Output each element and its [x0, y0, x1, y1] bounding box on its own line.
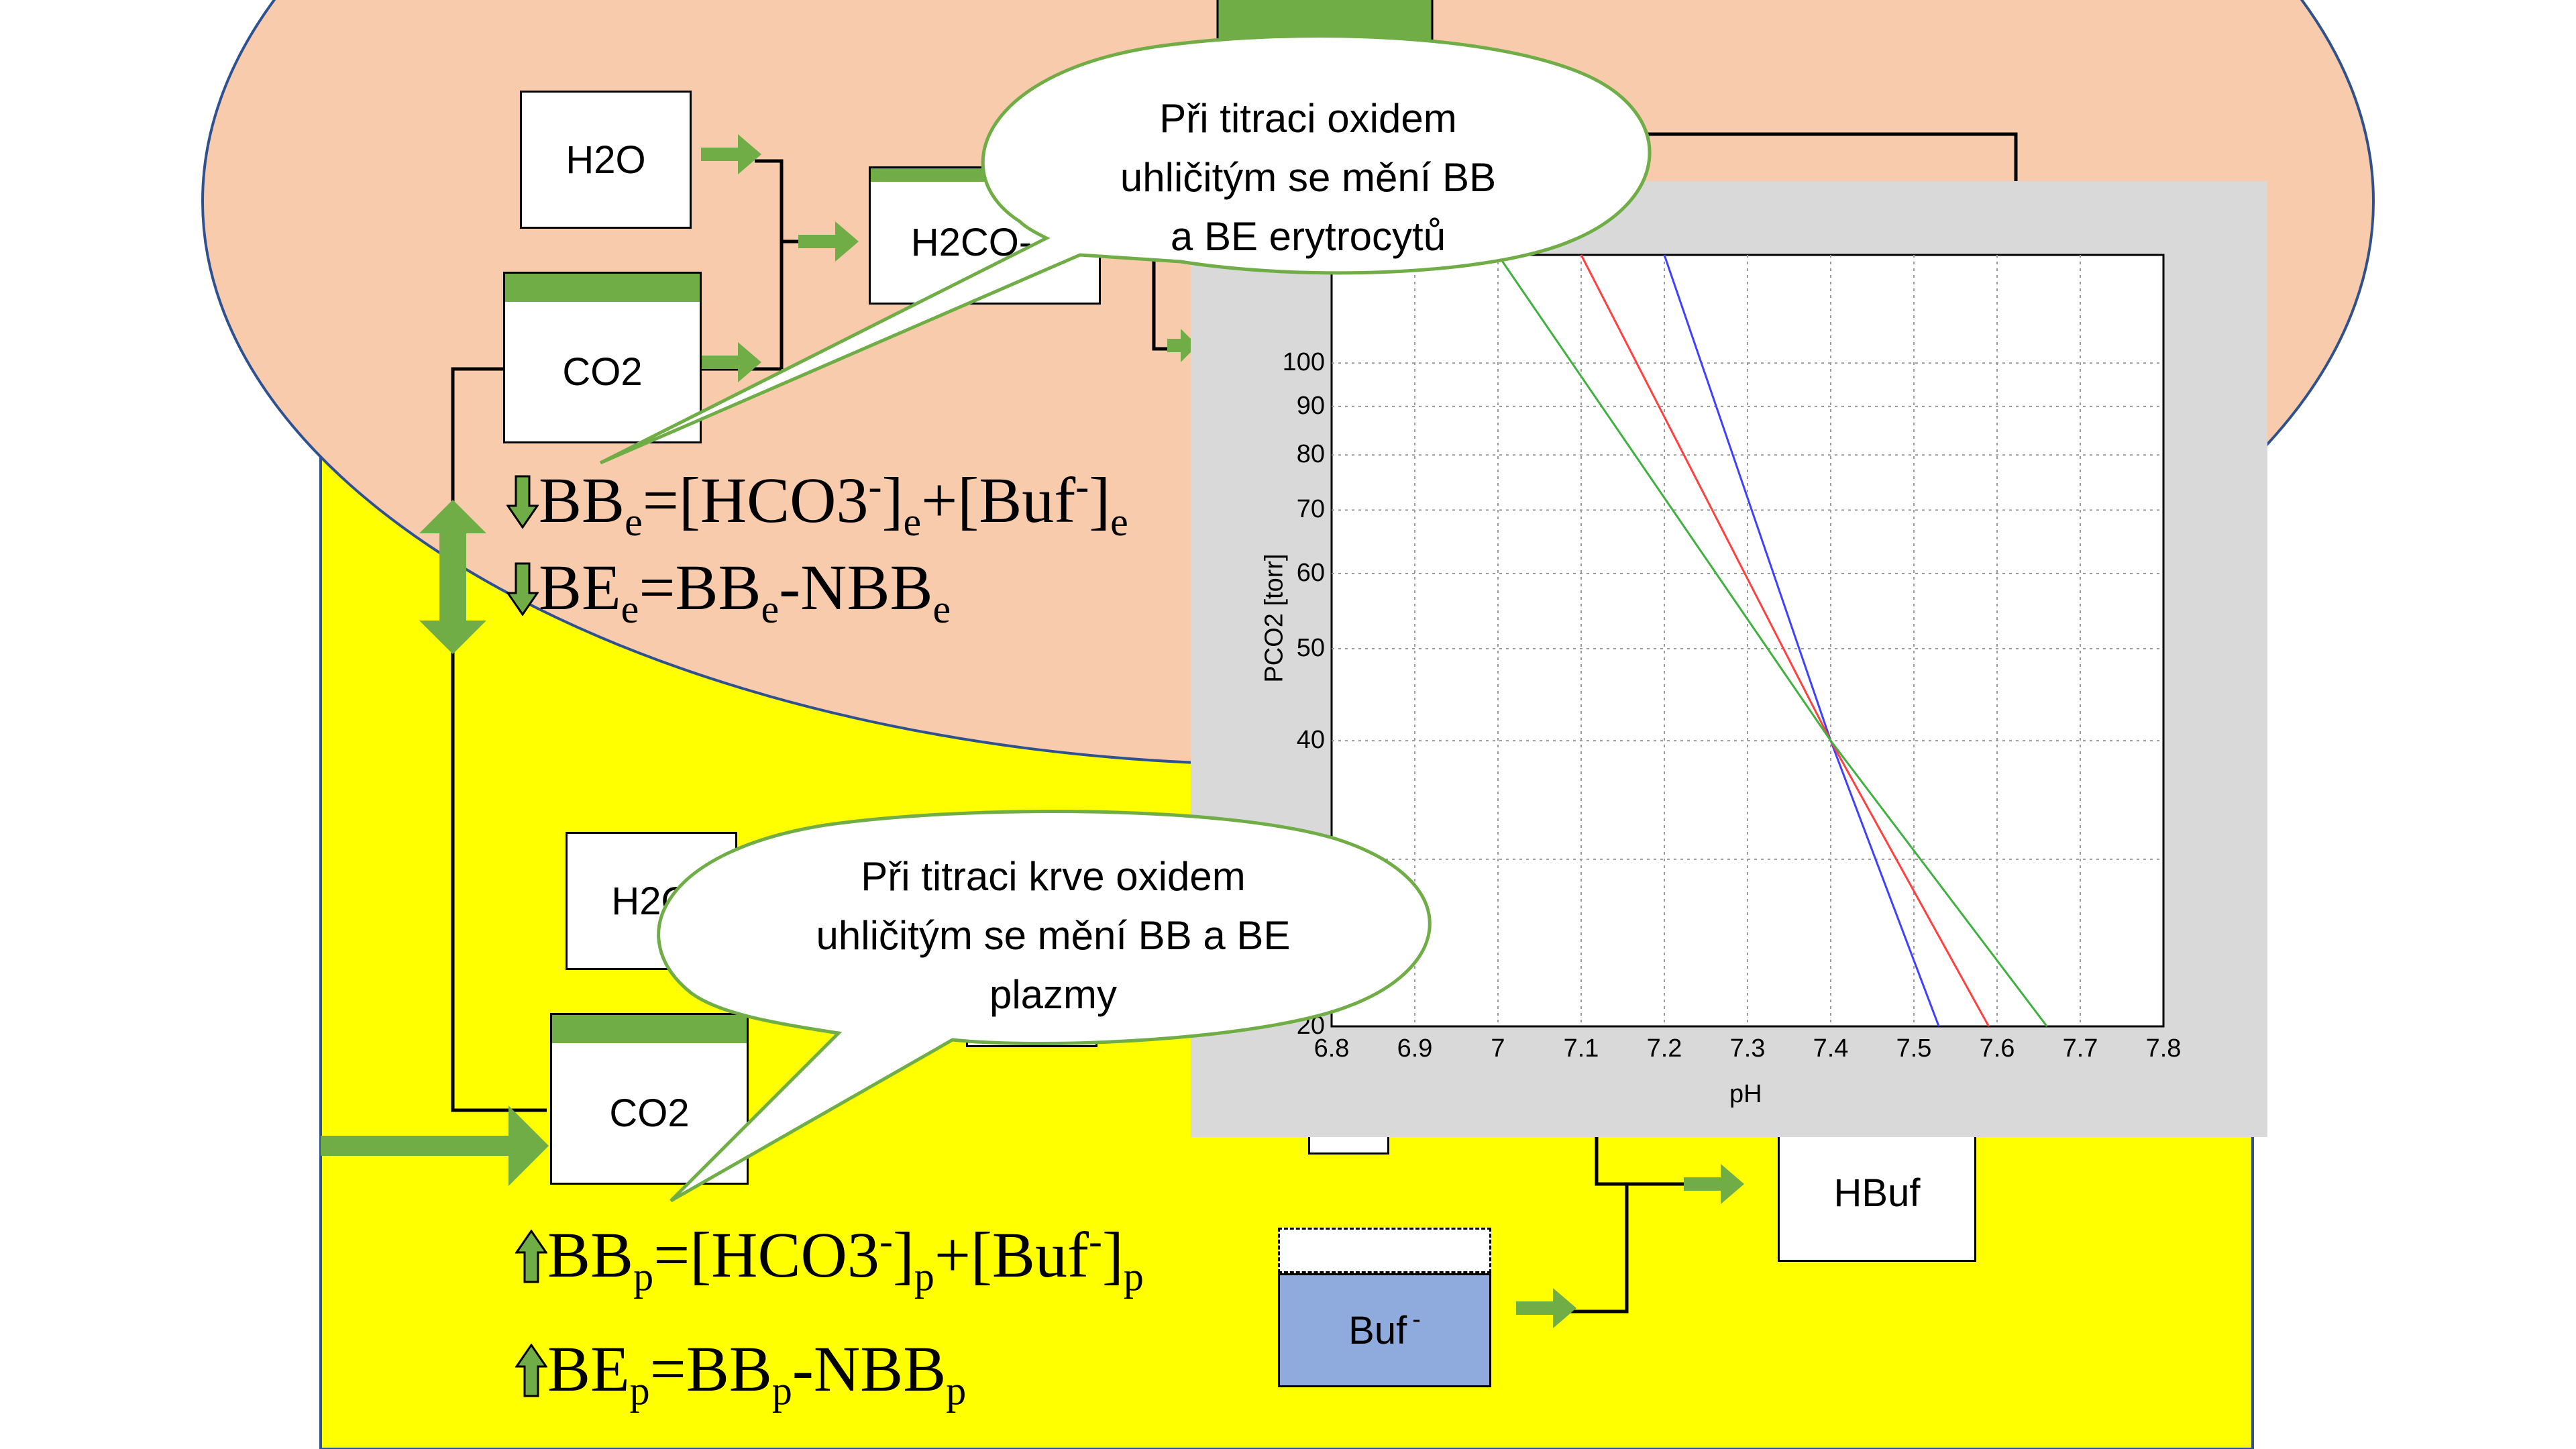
plasma-be-equation: BEp=BBp-NBBp [515, 1332, 966, 1414]
erythrocyte-co2-label: CO2 [562, 350, 643, 394]
erythrocyte-co2-header [505, 274, 700, 302]
plasma-buf-box: Buf- [1278, 1228, 1491, 1387]
callout-top-bubble [599, 34, 1652, 465]
plasma-buf-fill: Buf- [1278, 1273, 1491, 1387]
down-arrow-icon [506, 557, 539, 631]
plasma-buf-empty-top [1278, 1228, 1491, 1273]
small-green-arrows [701, 134, 1744, 1328]
callout-top-text: Při titraci oxidem uhličitým se mění BB … [1120, 96, 1497, 259]
erythrocyte-be-equation: BEe=BBe-NBBe [506, 550, 951, 633]
callout-bottom-text: Při titraci krve oxidem uhličitým se měn… [816, 854, 1291, 1017]
down-arrow-icon [506, 470, 539, 544]
plasma-co2-header [552, 1015, 747, 1043]
erythrocyte-h2o-label: H2O [566, 138, 646, 182]
plasma-hbuf-label: HBuf [1833, 1171, 1921, 1215]
erythrocyte-co2-box: CO2 [503, 272, 702, 443]
up-arrow-icon [515, 1338, 548, 1413]
callout-bottom-bubble [657, 810, 1432, 1203]
big-plasma-inflow-arrow [321, 1106, 549, 1186]
plasma-buf-label: Buf [1348, 1308, 1407, 1352]
up-arrow-icon [515, 1224, 548, 1299]
erythrocyte-bb-equation: BBe=[HCO3-]e+[Buf-]e [506, 463, 1128, 545]
plasma-bb-equation: BBp=[HCO3-]p+[Buf-]p [515, 1218, 1144, 1300]
plasma-hbuf-box: HBuf [1778, 1124, 1976, 1262]
erythrocyte-h2o-box: H2O [520, 91, 692, 229]
plasma-co2-label: CO2 [609, 1091, 690, 1135]
connector-lines-bottom [1563, 1134, 1690, 1313]
double-vertical-arrow [419, 500, 486, 654]
